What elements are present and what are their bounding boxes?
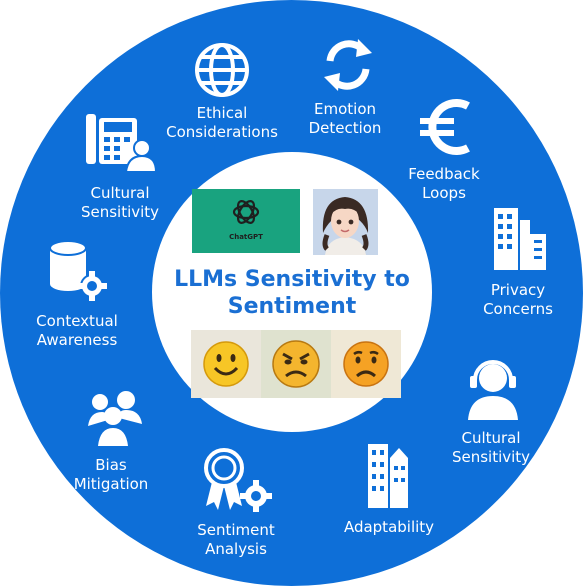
award-gear-icon [204, 448, 272, 512]
chatgpt-logo: ChatGPT [192, 189, 300, 253]
segment-label-emotion-detection: Emotion Detection [308, 100, 382, 137]
segment-label-contextual-awareness: Contextual Awareness [36, 312, 118, 349]
refresh-cycle-icon [324, 39, 372, 91]
segment-label-cultural-sensitivity-right: Cultural Sensitivity [451, 429, 531, 466]
emoji-strip [191, 330, 401, 398]
euro-icon [420, 99, 470, 155]
globe-icon [195, 43, 249, 97]
office-buildings-icon [494, 208, 546, 270]
woman-avatar [313, 189, 378, 255]
chatgpt-label: ChatGPT [229, 233, 263, 241]
phone-person-icon [86, 114, 156, 172]
openai-knot-icon [232, 200, 260, 224]
segment-label-sentiment-analysis: Sentiment Analysis [197, 521, 275, 558]
segment-label-bias-mitigation: Bias Mitigation [73, 456, 149, 493]
database-gear-icon [49, 240, 107, 301]
segment-label-feedback-loops: Feedback Loops [408, 165, 480, 202]
angry-emoji [272, 340, 320, 388]
group-people-icon [88, 391, 142, 446]
sad-emoji [343, 341, 389, 387]
segment-label-ethical-considerations: Ethical Considerations [166, 104, 278, 141]
segment-label-privacy-concerns: Privacy Concerns [483, 281, 553, 318]
segment-label-cultural-sensitivity-left: Cultural Sensitivity [80, 184, 160, 221]
city-buildings-icon [368, 444, 408, 508]
diagram-title: LLMs Sensitivity to Sentiment [174, 267, 410, 319]
headset-person-icon [468, 360, 518, 420]
segment-label-adaptability: Adaptability [343, 518, 435, 536]
smiling-emoji [203, 341, 249, 387]
